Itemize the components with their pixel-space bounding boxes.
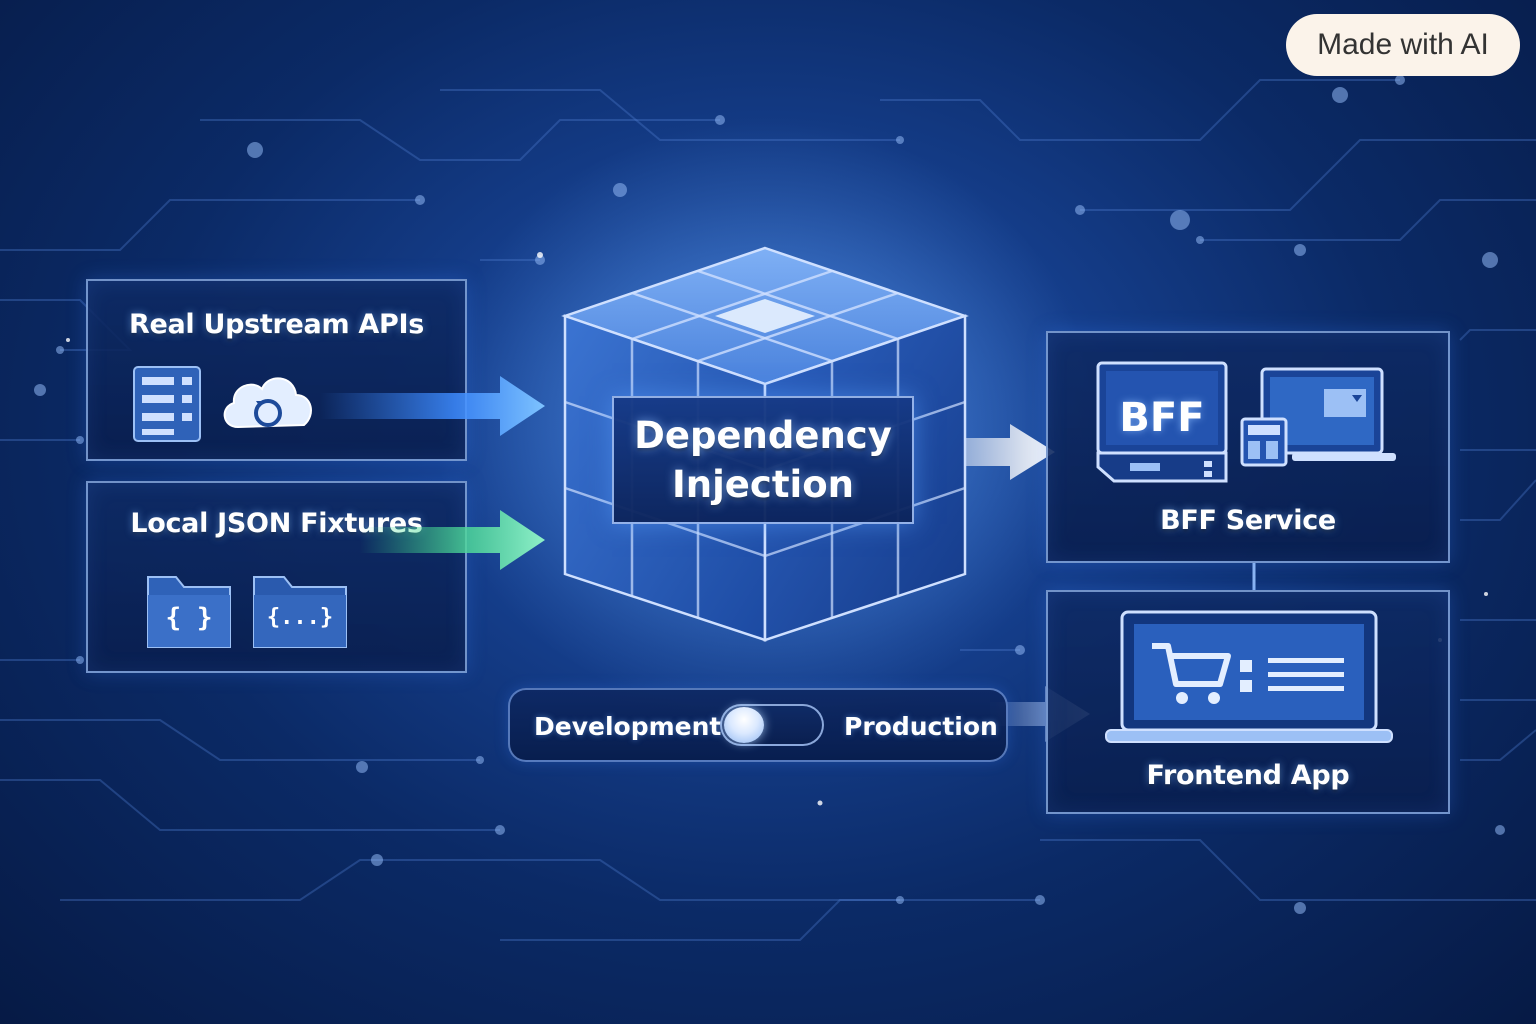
server-icon [133,366,201,442]
frontend-app-panel: Frontend App [1046,590,1450,814]
json-braces-glyph: { } [165,603,213,633]
monitor-icon [1240,367,1396,467]
json-fixtures-panel: Local JSON Fixtures { } {...} [86,481,467,673]
switch-knob[interactable] [724,707,764,743]
laptop-cart-icon [1105,610,1393,743]
bff-server-icon [1096,361,1228,483]
bff-service-title: BFF Service [1160,505,1336,536]
development-label: Development [534,712,722,741]
cloud-sync-icon [223,377,312,429]
upstream-apis-panel: Real Upstream APIs [86,279,467,461]
made-with-ai-badge: Made with AI [1286,14,1520,76]
di-line-2: Injection [672,463,854,506]
upstream-apis-title: Real Upstream APIs [129,309,424,340]
environment-switch[interactable] [720,704,824,746]
bff-server-label: BFF [1119,395,1205,441]
json-ellipsis-glyph: {...} [266,605,334,630]
upstream-arrow [320,376,545,436]
dependency-injection-label: Dependency Injection [612,396,914,524]
badge-text: Made with AI [1317,28,1489,61]
json-folder-icon [147,576,231,648]
frontend-app-title: Frontend App [1146,760,1350,791]
bff-service-panel: BFF BFF Service [1046,331,1450,563]
fixtures-arrow [360,510,545,570]
environment-toggle: Development Production [508,688,1008,762]
production-label: Production [844,712,998,741]
json-folder-ellipsis-icon [253,576,347,648]
di-line-1: Dependency [634,414,892,457]
